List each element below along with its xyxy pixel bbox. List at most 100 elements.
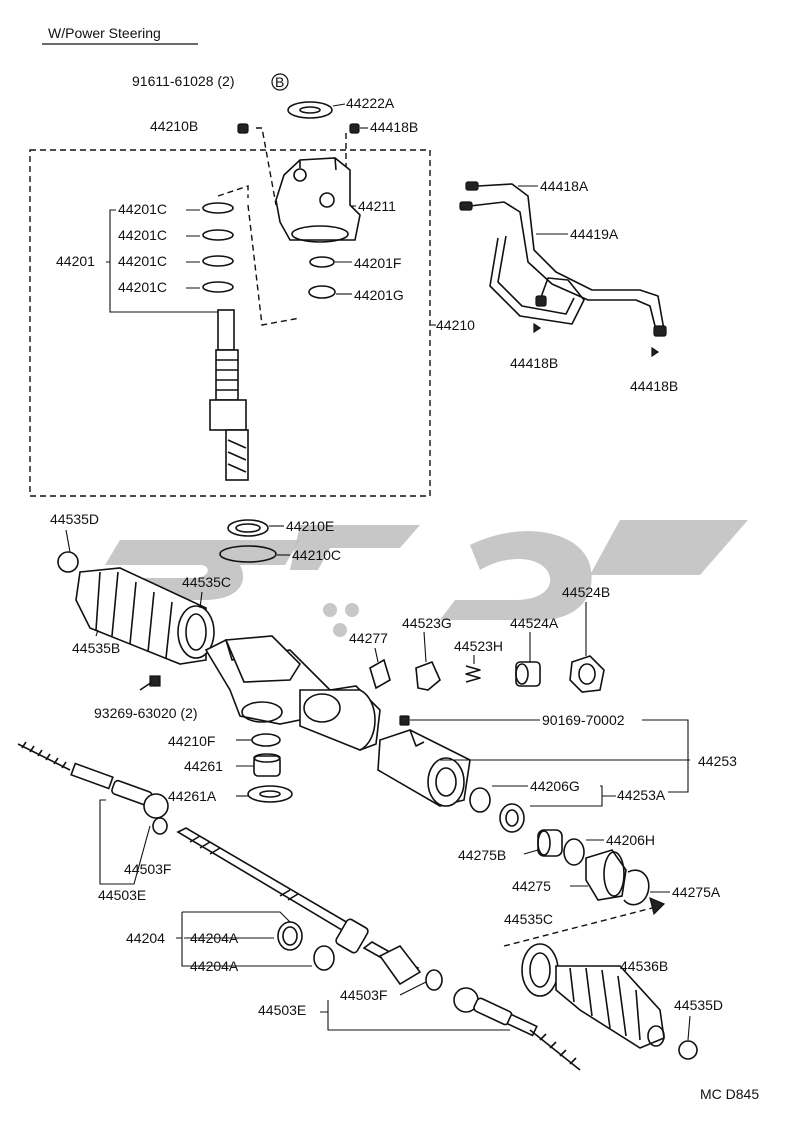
bracket-44204: [176, 911, 312, 967]
part-44261a: [247, 785, 293, 803]
label-44524b: 44524B: [562, 584, 610, 600]
bracket-44503e-bottom: [320, 1000, 510, 1031]
part-44418b-left: [533, 322, 542, 334]
part-44275a: [623, 869, 650, 906]
label-44503f-bottom: 44503F: [340, 987, 387, 1003]
label-44201c-1: 44201C: [118, 201, 167, 217]
part-44206g: [469, 787, 491, 813]
part-44535d-bottom: [678, 1040, 698, 1060]
label-44206g: 44206G: [530, 778, 580, 794]
label-44210b: 44210B: [150, 118, 198, 134]
label-44201c-4: 44201C: [118, 279, 167, 295]
leader-44523g: [423, 631, 427, 663]
label-44419a: 44419A: [570, 226, 619, 242]
part-44210b: [237, 123, 249, 134]
part-44210f: [251, 733, 281, 747]
part-44523g: [415, 660, 441, 691]
part-44210c: [219, 545, 277, 563]
leader-44277: [374, 647, 379, 663]
leader-44535b: [95, 629, 99, 637]
part-44204a-1: [277, 921, 303, 951]
label-44523g: 44523G: [402, 615, 452, 631]
label-44275: 44275: [512, 878, 551, 894]
part-44222a-hole: [299, 106, 321, 114]
leaders-44201c: [186, 209, 200, 289]
part-44201-shaft: [209, 309, 249, 481]
label-91611-61028: 91611-61028 (2): [132, 73, 234, 89]
part-90169: [399, 715, 410, 726]
part-44536b-boot: [521, 943, 665, 1049]
leader-44535d-top: [65, 529, 71, 553]
label-44535d-bottom: 44535D: [674, 997, 723, 1013]
part-rack-housing: [204, 635, 381, 751]
label-44418b-right: 44418B: [630, 378, 678, 394]
part-44524a: [515, 661, 541, 687]
label-44535b: 44535B: [72, 640, 120, 656]
label-44204a-2: 44204A: [190, 958, 239, 974]
label-44275a: 44275A: [672, 884, 721, 900]
part-44261a-inner: [259, 790, 281, 798]
leader-44210b: [256, 127, 277, 206]
label-44211: 44211: [358, 198, 396, 214]
label-44204a-1: 44204A: [190, 930, 239, 946]
part-44253-cylinder: [377, 729, 471, 807]
part-44210e-inner: [235, 523, 261, 533]
leader-44535d-bottom: [687, 1015, 691, 1041]
label-44204: 44204: [126, 930, 165, 946]
part-44535b-boot: [75, 567, 215, 665]
bracket-44201: [106, 209, 222, 313]
leader-44222a: [332, 103, 346, 107]
leader-44535c-top: [199, 591, 203, 609]
seal-rings-44201c: [202, 202, 234, 293]
valve-assembly-outline: [29, 149, 431, 497]
part-44275: [585, 849, 627, 901]
leader-44275b: [523, 849, 539, 855]
bracket-44253: [440, 719, 690, 793]
part-44275b: [537, 829, 563, 857]
leader-44503f-bottom: [399, 981, 427, 996]
marker-circle-b: [271, 73, 289, 91]
label-44210e: 44210E: [286, 518, 334, 534]
diagram-code: MC D845: [700, 1086, 759, 1102]
label-44201g: 44201G: [354, 287, 404, 303]
label-44253a: 44253A: [617, 787, 666, 803]
label-44277: 44277: [349, 630, 388, 646]
marker-letter: B: [275, 74, 284, 90]
part-44222a: [287, 101, 333, 119]
label-44503e-bottom: 44503E: [258, 1002, 306, 1018]
part-44201f: [309, 256, 335, 268]
part-44524b: [569, 655, 605, 693]
part-44418b-right: [651, 346, 660, 358]
label-44201c-3: 44201C: [118, 253, 167, 269]
label-44210c: 44210C: [292, 547, 341, 563]
label-44535d-top: 44535D: [50, 511, 99, 527]
bracket-44503e-left: [99, 799, 151, 885]
label-93269-63020: 93269-63020 (2): [94, 705, 198, 721]
arrow-44535c: [649, 896, 666, 916]
part-44210e: [227, 519, 269, 537]
label-44503f-left: 44503F: [124, 861, 171, 877]
label-44210: 44210: [436, 317, 475, 333]
part-44419a-tubes: [459, 181, 667, 337]
label-44524a: 44524A: [510, 615, 559, 631]
label-44222a: 44222A: [346, 95, 395, 111]
label-44536b: 44536B: [620, 958, 668, 974]
label-44275b: 44275B: [458, 847, 506, 863]
part-44253a: [499, 803, 525, 833]
bracket-44253a: [530, 785, 616, 807]
part-44535d-top: [57, 551, 79, 573]
label-44201c-2: 44201C: [118, 227, 167, 243]
diagram-title: W/Power Steering: [48, 25, 161, 41]
label-44535c-bottom: 44535C: [504, 911, 553, 927]
part-44206h: [563, 838, 585, 866]
label-44535c-top: 44535C: [182, 574, 231, 590]
label-44206h: 44206H: [606, 832, 655, 848]
label-44418a: 44418A: [540, 178, 589, 194]
label-44418b-top: 44418B: [370, 119, 418, 135]
label-44418b-left: 44418B: [510, 355, 558, 371]
label-44201: 44201: [56, 253, 95, 269]
part-44261: [253, 753, 281, 777]
part-44503e-left-tierod: [17, 741, 169, 835]
part-44201g: [308, 285, 336, 299]
